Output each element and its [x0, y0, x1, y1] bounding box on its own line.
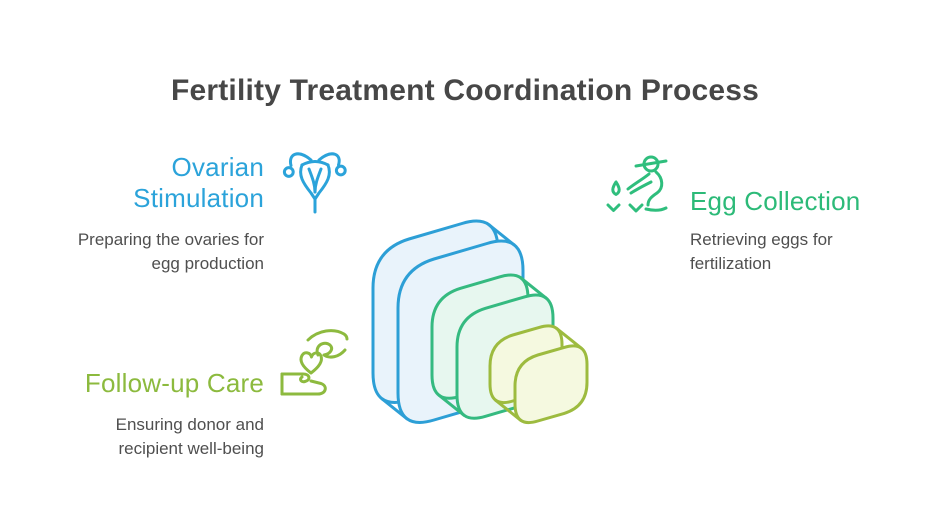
step-title-line: Ovarian — [171, 152, 264, 182]
step-title-ovarian-stimulation: Ovarian Stimulation — [133, 152, 264, 214]
stacked-squares-graphic — [371, 219, 589, 425]
step-description-line: fertilization — [690, 254, 772, 273]
page-title: Fertility Treatment Coordination Process — [170, 74, 760, 108]
step-description-follow-up-care: Ensuring donor and recipient well-being — [116, 413, 264, 461]
uterus-icon — [282, 152, 347, 214]
step-description-line: Ensuring donor and — [115, 415, 264, 434]
step-description-line: recipient well-being — [118, 439, 264, 458]
layer-small-square — [488, 324, 589, 425]
step-description-ovarian-stimulation: Preparing the ovaries for egg production — [78, 228, 264, 276]
step-description-egg-collection: Retrieving eggs for fertilization — [690, 228, 833, 276]
step-title-follow-up-care: Follow-up Care — [85, 368, 264, 399]
step-title-line: Follow-up Care — [84, 368, 264, 398]
step-title-egg-collection: Egg Collection — [690, 186, 860, 217]
step-description-line: Retrieving eggs for — [690, 230, 833, 249]
hand-heart-icon — [280, 329, 349, 396]
step-description-line: egg production — [151, 254, 264, 273]
step-description-line: Preparing the ovaries for — [77, 230, 264, 249]
egg-harvest-icon — [606, 155, 668, 213]
step-title-line: Egg Collection — [690, 186, 861, 216]
step-title-line: Stimulation — [133, 183, 264, 213]
